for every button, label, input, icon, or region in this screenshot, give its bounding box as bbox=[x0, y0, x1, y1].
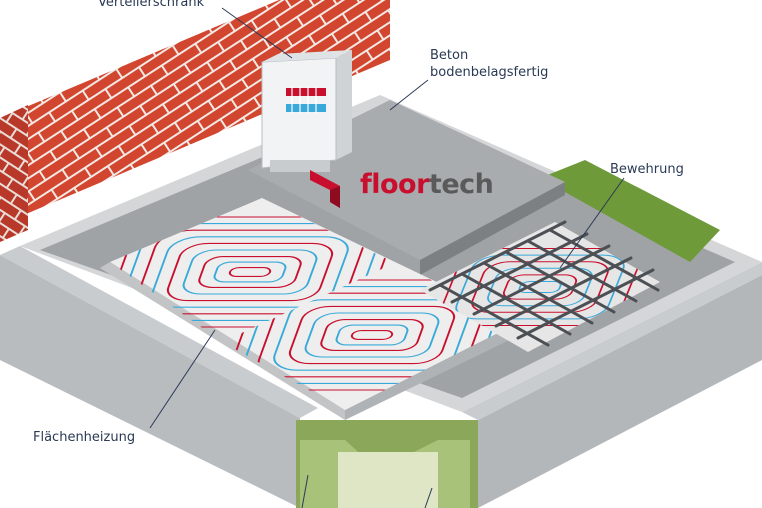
cabinet-front bbox=[261, 57, 337, 169]
outer-wall-right bbox=[478, 275, 762, 508]
outer-wall-top-left bbox=[0, 246, 318, 418]
logo-text-tech: tech bbox=[428, 169, 494, 200]
label-beton: Beton bodenbelagsfertig bbox=[430, 47, 548, 81]
brick-wall-side bbox=[0, 105, 28, 242]
leader-lines bbox=[149, 7, 625, 508]
outer-wall-left bbox=[0, 255, 300, 508]
heating-panel-front bbox=[100, 262, 345, 420]
heating-panel-top bbox=[110, 198, 520, 410]
cabinet-side bbox=[336, 50, 352, 160]
manifold-red bbox=[286, 88, 326, 96]
floortech-logo-text: floortech bbox=[360, 168, 494, 202]
label-verteilerschrank: Verteilerschrank bbox=[98, 0, 205, 10]
rebar-base bbox=[420, 222, 660, 352]
pipe-spiral-left bbox=[110, 216, 394, 328]
cabinet-top bbox=[262, 50, 352, 62]
manifold-blue bbox=[286, 104, 326, 112]
rebar-mesh bbox=[428, 220, 660, 347]
label-flaechenheizung: Flächenheizung bbox=[33, 430, 136, 445]
insulation-section-core bbox=[338, 452, 438, 508]
cabinet-base bbox=[270, 160, 330, 172]
floortech-logo-mark-icon bbox=[310, 170, 340, 208]
outer-wall-top-right bbox=[462, 262, 762, 420]
label-beton-line1: Beton bbox=[430, 48, 469, 63]
edge-insulation bbox=[540, 160, 720, 262]
label-bewehrung: Bewehrung bbox=[610, 162, 684, 177]
heating-panel-side bbox=[345, 322, 530, 420]
logo-text-floor: floor bbox=[360, 169, 429, 200]
floortech-logo: floortech bbox=[308, 166, 518, 210]
concrete-screed-front bbox=[420, 182, 565, 275]
pipe-spiral-right bbox=[228, 279, 516, 391]
label-beton-line2: bodenbelagsfertig bbox=[430, 65, 549, 80]
